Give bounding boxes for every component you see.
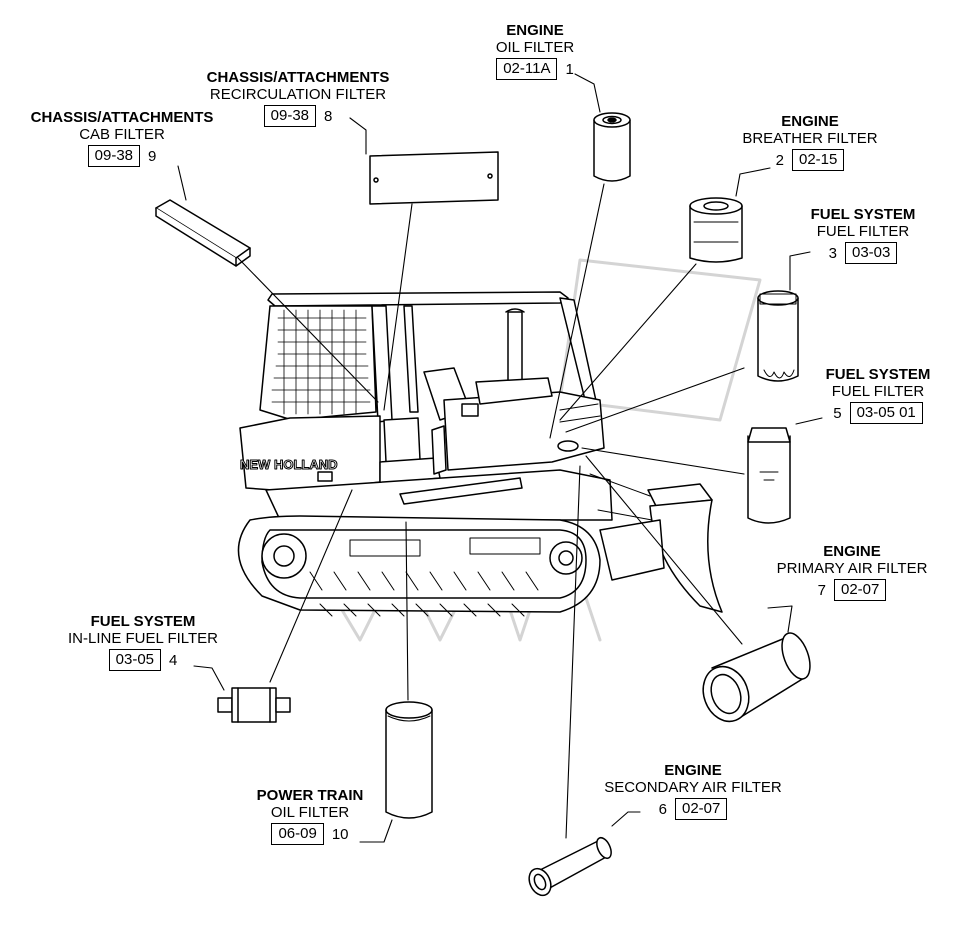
filter-name: IN-LINE FUEL FILTER: [67, 630, 219, 647]
callout-chassis-recirculation-filter: CHASSIS/ATTACHMENTS RECIRCULATION FILTER…: [190, 69, 406, 127]
recirculation-filter-part: [369, 151, 499, 205]
filter-name: SECONDARY AIR FILTER: [604, 779, 782, 796]
filter-name: OIL FILTER: [270, 804, 350, 821]
filter-name: CAB FILTER: [79, 126, 165, 143]
secondary-air-filter-part: [528, 836, 612, 897]
system-label: FUEL SYSTEM: [810, 206, 916, 223]
system-label: ENGINE: [664, 762, 722, 779]
filter-name: FUEL FILTER: [816, 223, 910, 240]
fuel-filter-03-05-01-part: [747, 427, 791, 524]
item-number: 4: [169, 651, 178, 669]
section-code: 02-07: [674, 798, 728, 820]
item-number: 5: [833, 404, 842, 422]
callout-engine-breather-filter: ENGINE BREATHER FILTER 2 02-15: [730, 113, 890, 171]
callout-engine-oil-filter: ENGINE OIL FILTER 02-11A 1: [470, 22, 600, 80]
callout-fuel-filter-03-05-01: FUEL SYSTEM FUEL FILTER 5 03-05 01: [808, 366, 948, 424]
section-code: 02-07: [833, 579, 887, 601]
section-code: 02-11A: [496, 58, 558, 80]
section-code: 03-03: [844, 242, 898, 264]
item-number: 9: [148, 147, 157, 165]
callout-power-train-oil-filter: POWER TRAIN OIL FILTER 06-09 10: [240, 787, 380, 845]
item-number: 7: [817, 581, 826, 599]
item-number: 6: [658, 800, 667, 818]
brand-logo: NEW HOLLAND: [240, 457, 338, 472]
section-code: 09-38: [87, 145, 141, 167]
system-label: CHASSIS/ATTACHMENTS: [206, 69, 390, 86]
power-train-oil-filter-part: [385, 701, 433, 819]
section-code: 03-05: [108, 649, 162, 671]
callout-engine-primary-air-filter: ENGINE PRIMARY AIR FILTER 7 02-07: [762, 543, 942, 601]
callout-engine-secondary-air-filter: ENGINE SECONDARY AIR FILTER 6 02-07: [588, 762, 798, 820]
filter-name: RECIRCULATION FILTER: [209, 86, 387, 103]
system-label: ENGINE: [781, 113, 839, 130]
inline-fuel-filter-part: [217, 687, 291, 723]
callout-chassis-cab-filter: CHASSIS/ATTACHMENTS CAB FILTER 09-38 9: [14, 109, 230, 167]
item-number: 10: [331, 825, 349, 843]
breather-filter-part: [689, 197, 743, 263]
section-code: 06-09: [271, 823, 324, 845]
filter-name: BREATHER FILTER: [742, 130, 878, 147]
filter-name: OIL FILTER: [495, 39, 575, 56]
section-code: 02-15: [791, 149, 845, 171]
system-label: POWER TRAIN: [256, 787, 364, 804]
item-number: 2: [775, 151, 784, 169]
system-label: FUEL SYSTEM: [825, 366, 931, 383]
system-label: FUEL SYSTEM: [90, 613, 196, 630]
filter-name: PRIMARY AIR FILTER: [776, 560, 928, 577]
engine-oil-filter-part: [593, 112, 631, 182]
item-number: 8: [324, 107, 333, 125]
cab-filter-part: [155, 199, 251, 267]
system-label: ENGINE: [506, 22, 564, 39]
fuel-filter-03-03-part: [757, 290, 799, 382]
item-number: 1: [565, 60, 574, 78]
item-number: 3: [828, 244, 837, 262]
callout-fuel-filter-03-03: FUEL SYSTEM FUEL FILTER 3 03-03: [796, 206, 930, 264]
leader-lines: [177, 73, 823, 843]
primary-air-filter-part: [702, 632, 811, 723]
callout-fuel-inline-filter: FUEL SYSTEM IN-LINE FUEL FILTER 03-05 4: [50, 613, 236, 671]
section-code: 03-05 01: [849, 402, 923, 424]
filter-name: FUEL FILTER: [831, 383, 925, 400]
section-code: 09-38: [263, 105, 317, 127]
system-label: CHASSIS/ATTACHMENTS: [30, 109, 214, 126]
bulldozer: NEW HOLLAND: [237, 291, 723, 617]
system-label: ENGINE: [823, 543, 881, 560]
